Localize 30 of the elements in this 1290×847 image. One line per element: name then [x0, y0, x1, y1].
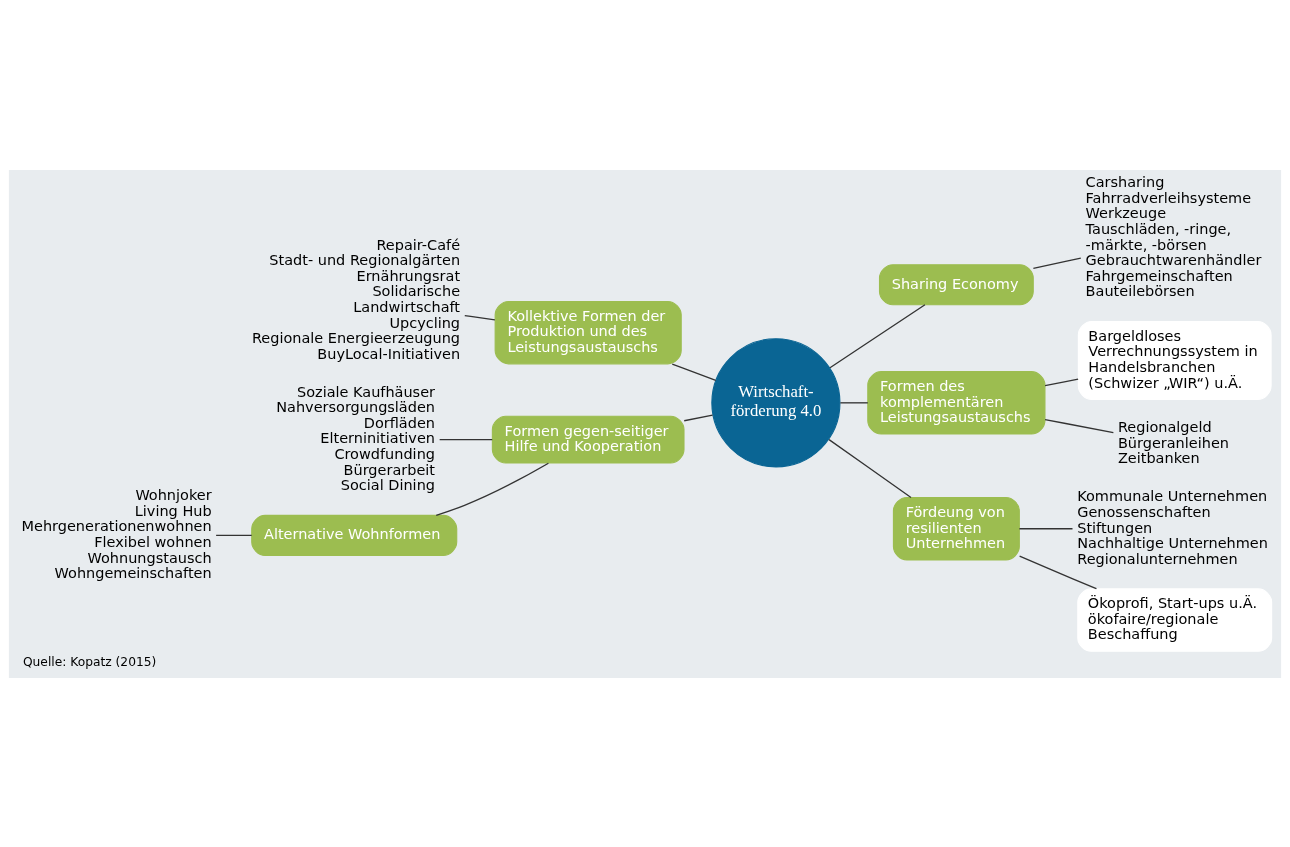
node-text: Regionalgeld Bürgeranleihen Zeitbanken	[1117, 418, 1229, 466]
connector	[1044, 418, 1115, 433]
node-box: Formen des komplementären Leistungsaustauschs	[867, 370, 1046, 435]
node-box: Sharing Economy	[878, 263, 1034, 305]
connector	[671, 362, 717, 381]
node-text: Soziale Kaufhäuser Nahversorgungsläden Dorfläden Elterninitiativen Crowdfunding Bürgerarbeit Social Dining	[276, 383, 435, 493]
connector	[439, 438, 493, 440]
node-box: Bargeldloses Verrechnungssystem in Handelsbranchen (Schwizer „WIR“) u.Ä.	[1077, 320, 1272, 400]
node-box: Kollektive Formen der Produktion und des Leistungsaustauschs	[494, 300, 682, 364]
connector	[215, 534, 253, 536]
connector	[1032, 256, 1082, 269]
node-box: Fördeung von resilienten Unternehmen	[892, 496, 1020, 560]
connector	[828, 438, 912, 498]
node-text: Kommunale Unternehmen Genossenschaften Stiftungen Nachhaltige Unternehmen Regionalunternehmen	[1077, 487, 1268, 567]
connector	[829, 303, 926, 368]
caption: Quelle: Kopatz (2015)	[22, 654, 157, 669]
connector	[839, 401, 869, 403]
node-box: Alternative Wohnformen	[251, 514, 458, 556]
connector	[435, 462, 550, 516]
connector	[683, 414, 714, 421]
node-circle: Wirtschaft-förderung 4.0	[711, 337, 841, 467]
connector	[464, 314, 496, 320]
connector	[1018, 554, 1098, 589]
node-text: Repair-Café Stadt- und Regionalgärten Ernährungsrat Solidarische Landwirtschaft Upcycling Regionale Energieerzeugung BuyLocal-Initiativen	[251, 236, 461, 362]
connector	[1018, 527, 1074, 529]
node-text: Carsharing Fahrradverleihsysteme Werkzeuge Tauschläden, -ringe, -märkte, -börsen Gebrauchtwarenhändler Fahrgemeinschaften Bauteilebörsen	[1085, 173, 1262, 299]
node-text: Wohnjoker Living Hub Mehrgenerationenwohnen Flexibel wohnen Wohnungstausch Wohngemeinschaften	[21, 486, 212, 581]
node-box: Ökoprofi, Start-ups u.Ä. ökofaire/regionale Beschaffung	[1077, 587, 1273, 652]
connector	[1044, 378, 1079, 386]
node-box: Formen gegen-seitiger Hilfe und Kooperation	[491, 415, 685, 464]
